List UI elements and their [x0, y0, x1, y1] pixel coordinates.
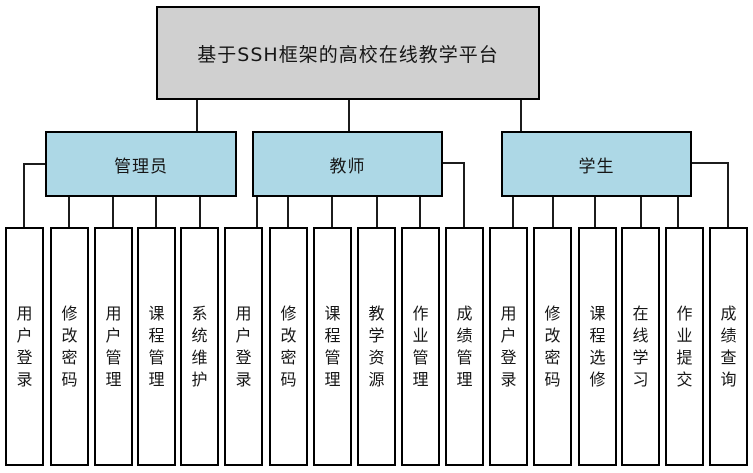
leaf-label: 成绩查询 — [720, 303, 737, 389]
leaf-label: 成绩管理 — [456, 303, 473, 389]
leaf-label: 课程选修 — [589, 303, 606, 389]
leaf-label: 修改密码 — [61, 303, 78, 389]
leaf-label: 用户登录 — [500, 303, 517, 389]
leaf-node-teacher-1: 用户登录 — [224, 227, 263, 466]
leaf-node-student-4: 在线学习 — [621, 227, 660, 466]
group-node-student: 学生 — [501, 131, 692, 197]
group-node-teacher-label: 教师 — [329, 156, 366, 177]
leaf-label: 作业提交 — [676, 303, 693, 389]
leaf-label: 课程管理 — [324, 303, 341, 389]
leaf-node-student-2: 修改密码 — [533, 227, 572, 466]
leaf-label: 作业管理 — [412, 303, 429, 389]
leaf-node-teacher-3: 课程管理 — [313, 227, 352, 466]
leaf-label: 教学资源 — [368, 303, 385, 389]
leaf-node-student-6: 成绩查询 — [709, 227, 748, 466]
root-node-label: 基于SSH框架的高校在线教学平台 — [197, 43, 499, 66]
leaf-node-student-3: 课程选修 — [578, 227, 617, 466]
leaf-label: 修改密码 — [280, 303, 297, 389]
group-node-admin: 管理员 — [45, 131, 237, 197]
leaf-label: 用户登录 — [16, 303, 33, 389]
group-node-admin-label: 管理员 — [114, 156, 168, 177]
leaf-node-teacher-5: 作业管理 — [401, 227, 440, 466]
leaf-node-admin-3: 用户管理 — [94, 227, 133, 466]
leaf-label: 用户登录 — [235, 303, 252, 389]
leaf-node-admin-4: 课程管理 — [137, 227, 176, 466]
leaf-node-student-5: 作业提交 — [665, 227, 704, 466]
leaf-label: 系统维护 — [191, 303, 208, 389]
leaf-label: 课程管理 — [148, 303, 165, 389]
leaf-node-teacher-2: 修改密码 — [269, 227, 308, 466]
group-node-student-label: 学生 — [578, 156, 615, 177]
leaf-node-teacher-4: 教学资源 — [357, 227, 396, 466]
leaf-node-admin-2: 修改密码 — [50, 227, 89, 466]
root-node: 基于SSH框架的高校在线教学平台 — [156, 6, 540, 100]
group-node-teacher: 教师 — [252, 131, 443, 197]
leaf-label: 在线学习 — [632, 303, 649, 389]
leaf-node-admin-5: 系统维护 — [180, 227, 219, 466]
leaf-label: 修改密码 — [544, 303, 561, 389]
leaf-label: 用户管理 — [105, 303, 122, 389]
leaf-node-admin-1: 用户登录 — [5, 227, 44, 466]
leaf-node-student-1: 用户登录 — [489, 227, 528, 466]
leaf-node-teacher-6: 成绩管理 — [445, 227, 484, 466]
